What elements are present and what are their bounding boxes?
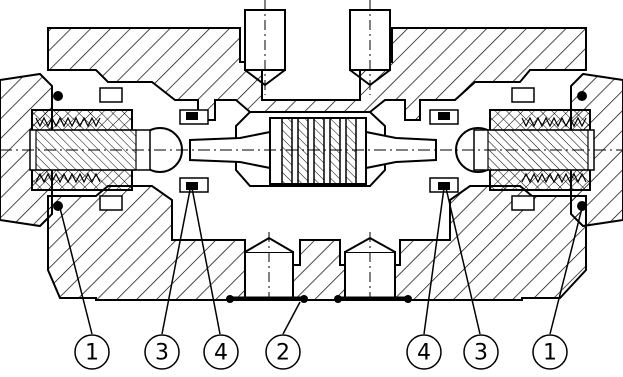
callout-label: 1 xyxy=(543,341,557,366)
callout-1-left: 1 xyxy=(74,334,110,370)
upper-port-left xyxy=(244,0,286,95)
callout-3-left: 3 xyxy=(144,334,180,370)
callouts: 1 3 4 2 4 3 1 xyxy=(74,334,568,370)
callout-label: 2 xyxy=(276,341,290,366)
central-spool xyxy=(189,117,437,185)
callout-label: 4 xyxy=(417,341,431,366)
callout-label: 3 xyxy=(474,341,488,366)
callout-label: 4 xyxy=(214,341,228,366)
bottom-seal-plate xyxy=(226,295,412,303)
lower-port-right xyxy=(344,232,396,300)
callout-label: 1 xyxy=(85,341,99,366)
callout-label: 3 xyxy=(155,341,169,366)
inner-seals xyxy=(179,109,459,193)
upper-port-right xyxy=(349,0,391,95)
leader-lines xyxy=(59,187,583,335)
callout-2: 2 xyxy=(265,334,301,370)
callout-1-right: 1 xyxy=(532,334,568,370)
callout-3-right: 3 xyxy=(463,334,499,370)
callout-4-left: 4 xyxy=(203,334,239,370)
lower-port-left xyxy=(244,232,294,300)
callout-4-right: 4 xyxy=(406,334,442,370)
